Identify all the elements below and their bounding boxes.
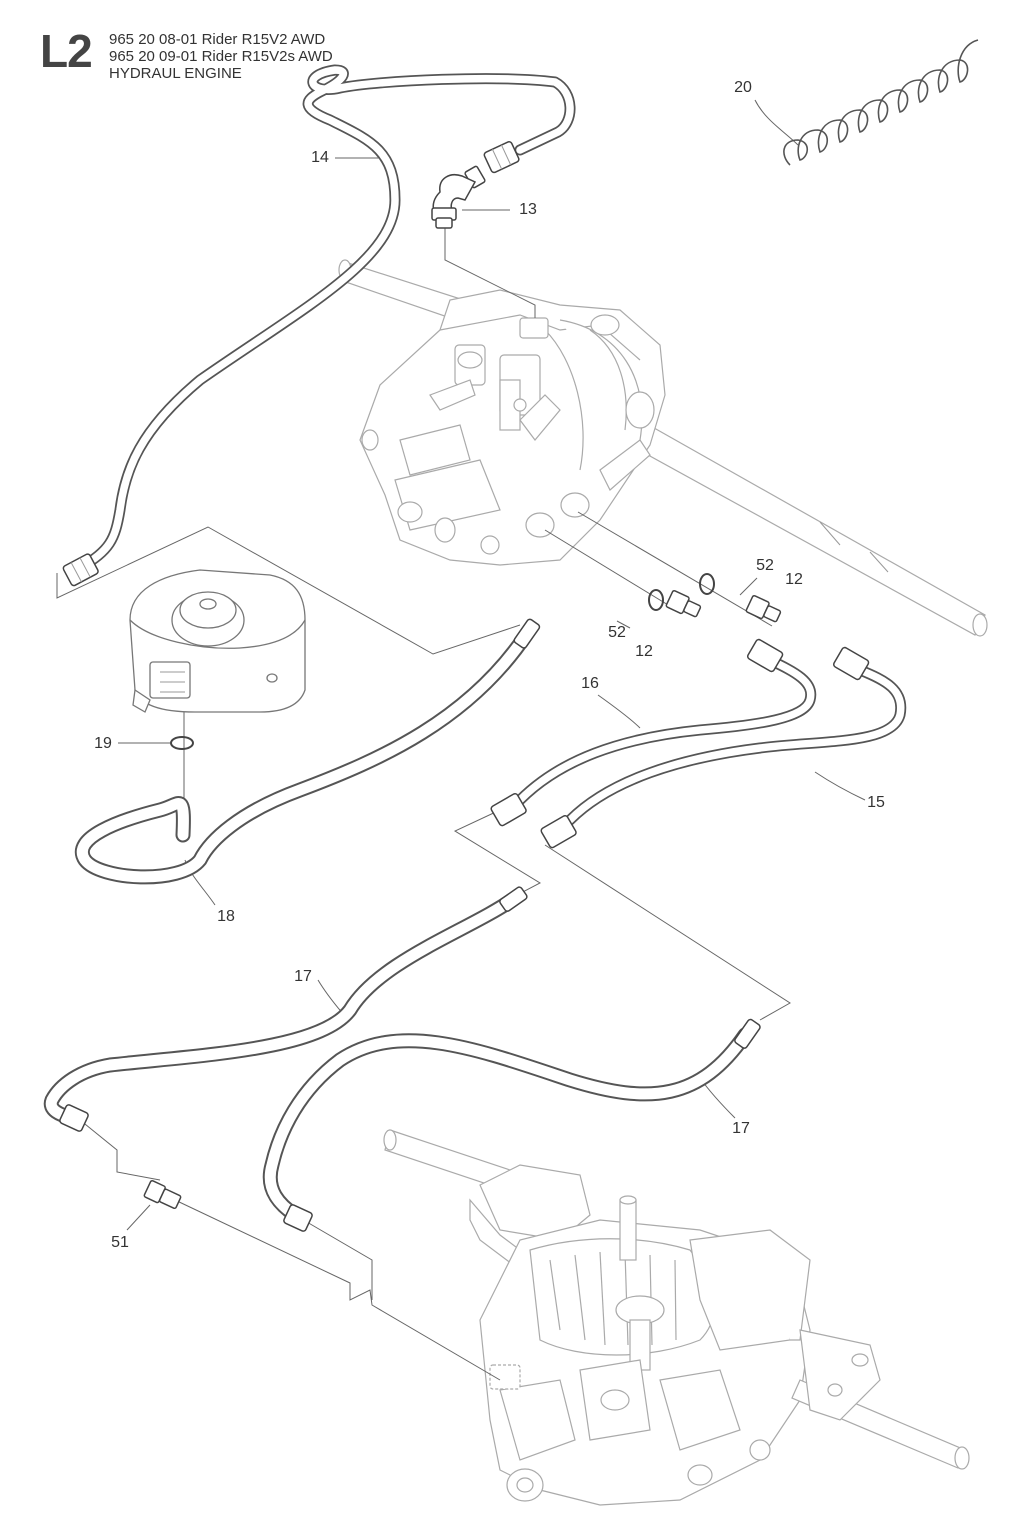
pipe-part-15 [540, 646, 907, 849]
oil-reservoir [129, 569, 306, 750]
elbow-fitting-part-13 [431, 165, 486, 229]
hose-part-17-upper [43, 886, 528, 1132]
model-line-1: 965 20 08-01 Rider R15V2 AWD [109, 31, 326, 48]
callout-18: 18 [217, 908, 235, 925]
callout-20: 20 [734, 79, 752, 96]
spring-part-20 [783, 39, 979, 166]
callout-12-right: 12 [785, 571, 803, 588]
upper-transmission [338, 259, 988, 637]
callout-51: 51 [111, 1234, 129, 1251]
adapter-part-51 [143, 1179, 182, 1210]
pipe-part-16 [490, 638, 817, 827]
model-line-2: 965 20 09-01 Rider R15V2s AWD [109, 48, 333, 65]
callout-17-lower: 17 [732, 1120, 750, 1137]
callout-16: 16 [581, 675, 599, 692]
callout-17-upper: 17 [294, 968, 312, 985]
callout-14: 14 [311, 149, 329, 166]
callout-52-right: 52 [756, 557, 774, 574]
leader-lines [56, 99, 866, 1381]
callout-19: 19 [94, 735, 112, 752]
page-code: L2 [40, 25, 93, 77]
callout-13: 13 [519, 201, 537, 218]
callout-12-left: 12 [635, 643, 653, 660]
section-title: HYDRAUL ENGINE [109, 65, 242, 82]
hose-part-18 [74, 618, 541, 885]
lower-transmission [383, 1129, 970, 1506]
orings-and-adapters [648, 573, 782, 623]
callout-15: 15 [867, 794, 885, 811]
callout-52-left: 52 [608, 624, 626, 641]
hose-part-17-lower [262, 1018, 761, 1232]
pipe-part-14 [62, 64, 576, 587]
